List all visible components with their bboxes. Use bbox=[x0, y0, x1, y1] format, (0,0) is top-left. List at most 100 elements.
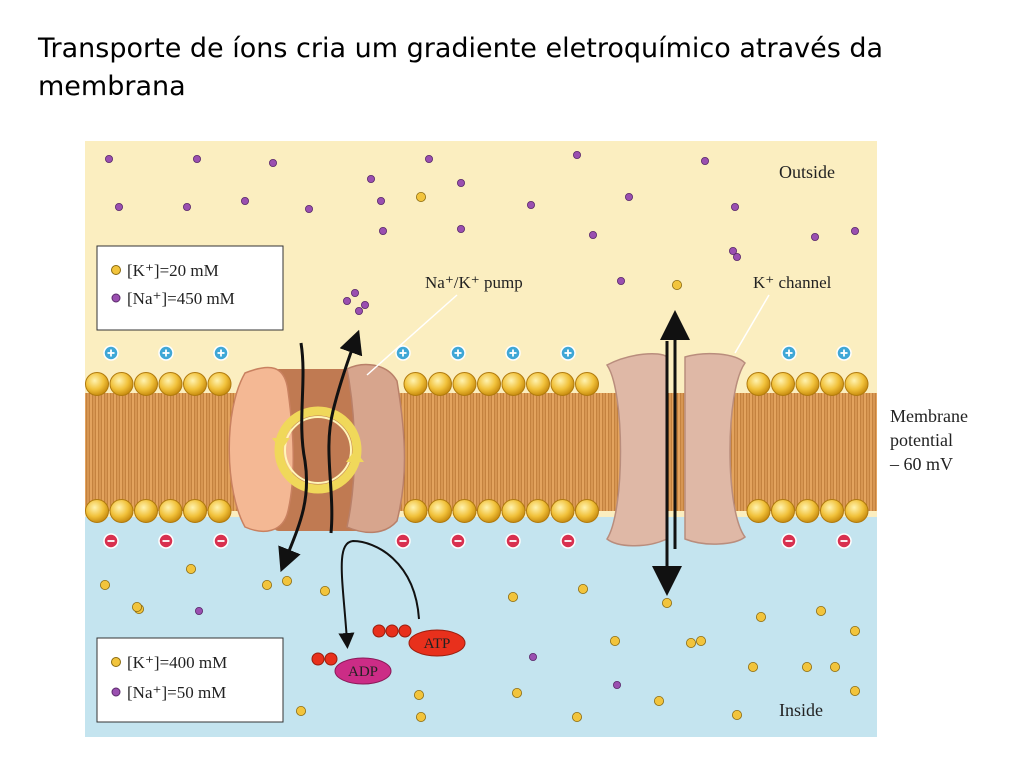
lipid-head bbox=[550, 372, 575, 396]
outside-k-concentration: [K⁺]=20 mM bbox=[127, 261, 219, 280]
sodium-ion bbox=[376, 197, 385, 206]
inside-label: Inside bbox=[779, 700, 823, 720]
potassium-ion bbox=[511, 688, 522, 699]
potassium-ion bbox=[295, 706, 306, 717]
lipid-head bbox=[183, 499, 207, 523]
lipid-head bbox=[844, 499, 869, 523]
inside-k-concentration: [K⁺]=400 mM bbox=[127, 653, 227, 672]
sodium-ion bbox=[366, 175, 375, 184]
potassium-ion bbox=[830, 662, 841, 673]
potassium-ion bbox=[415, 192, 426, 203]
negative-charge-icon bbox=[836, 533, 852, 549]
lipid-head bbox=[550, 499, 575, 523]
positive-charge-icon bbox=[450, 345, 466, 361]
negative-charge-icon bbox=[781, 533, 797, 549]
lipid-head bbox=[477, 372, 501, 396]
potassium-ion bbox=[850, 686, 861, 697]
sodium-ion bbox=[588, 231, 597, 240]
membrane-potential-line: Membrane bbox=[890, 406, 968, 426]
potassium-ion bbox=[281, 575, 292, 586]
lipid-head bbox=[477, 499, 501, 523]
potassium-ion bbox=[816, 605, 827, 616]
pump-cycle-arrow-1 bbox=[272, 438, 290, 450]
channel-label: K⁺ channel bbox=[753, 273, 832, 292]
potassium-ion bbox=[261, 579, 272, 590]
positive-charge-icon bbox=[158, 345, 174, 361]
potassium-ion bbox=[610, 635, 621, 646]
positive-charge-icon bbox=[213, 345, 229, 361]
sodium-ion bbox=[378, 227, 387, 236]
negative-charge-icon bbox=[560, 533, 576, 549]
lipid-head bbox=[134, 372, 158, 396]
sodium-ion bbox=[811, 233, 820, 242]
lipid-head bbox=[746, 372, 771, 396]
lipid-head bbox=[844, 372, 869, 396]
sodium-ion bbox=[456, 225, 465, 234]
lipid-head bbox=[575, 499, 599, 523]
pump-cycle-arrow-2 bbox=[346, 450, 364, 462]
lipid-head bbox=[428, 499, 452, 523]
sodium-ion bbox=[195, 606, 204, 615]
adp-molecule: ADP bbox=[311, 652, 392, 685]
membrane-potential-line: potential bbox=[890, 430, 953, 450]
lipid-head bbox=[85, 499, 109, 523]
potassium-ion bbox=[132, 601, 143, 612]
lipid-head bbox=[158, 499, 183, 523]
sodium-ion bbox=[354, 306, 363, 315]
lipid-head bbox=[207, 499, 232, 523]
potassium-ion bbox=[850, 625, 861, 636]
sodium-ion bbox=[114, 203, 123, 212]
lipid-head bbox=[795, 372, 820, 396]
lipid-head bbox=[820, 372, 844, 396]
sodium-ion bbox=[851, 227, 860, 236]
ions bbox=[99, 150, 861, 723]
positive-charge-icon bbox=[836, 345, 852, 361]
sodium-ion bbox=[424, 154, 433, 163]
lipid-head bbox=[428, 372, 452, 396]
sodium-ion bbox=[268, 158, 277, 167]
lipid-head bbox=[501, 499, 526, 523]
sodium-ion bbox=[360, 300, 369, 309]
lipid-head bbox=[575, 372, 599, 396]
lipid-head bbox=[746, 499, 771, 523]
lipid-tails bbox=[85, 393, 877, 511]
lipid-head bbox=[771, 372, 795, 396]
membrane-charges bbox=[103, 345, 852, 549]
lipid-head bbox=[526, 499, 550, 523]
lipid-head bbox=[403, 372, 428, 396]
sodium-ion bbox=[617, 276, 626, 285]
sodium-ion bbox=[731, 203, 740, 212]
lipid-head bbox=[820, 499, 844, 523]
sodium-ion bbox=[240, 197, 249, 206]
sodium-ion bbox=[350, 288, 359, 297]
membrane-transport-diagram: ATP ADP [K⁺]=20 mM [Na⁺]=450 mM [K⁺]=400… bbox=[85, 141, 877, 737]
negative-charge-icon bbox=[395, 533, 411, 549]
positive-charge-icon bbox=[505, 345, 521, 361]
slide-title: Transporte de íons cria um gradiente ele… bbox=[38, 33, 884, 102]
sodium-ion bbox=[572, 150, 581, 159]
negative-charge-icon bbox=[505, 533, 521, 549]
inside-concentration-box: [K⁺]=400 mM [Na⁺]=50 mM bbox=[96, 637, 284, 723]
potassium-ion bbox=[748, 662, 759, 673]
sodium-ion bbox=[342, 296, 351, 305]
channel-label-leader bbox=[734, 294, 770, 354]
potassium-ion bbox=[507, 591, 518, 602]
sodium-ion bbox=[183, 203, 192, 212]
inside-na-concentration: [Na⁺]=50 mM bbox=[127, 683, 226, 702]
lipid-head bbox=[207, 372, 232, 396]
sodium-ion bbox=[526, 201, 535, 210]
sodium-ion bbox=[456, 179, 465, 188]
sodium-ion bbox=[701, 156, 710, 165]
channel-left-subunit bbox=[605, 352, 668, 547]
lipid-head bbox=[109, 499, 134, 523]
sodium-ion bbox=[625, 193, 634, 202]
potassium-ion bbox=[654, 696, 665, 707]
potassium-ion bbox=[802, 662, 813, 673]
atp-molecule: ATP bbox=[372, 624, 466, 657]
potassium-ion bbox=[186, 563, 197, 574]
sodium-ion bbox=[193, 154, 202, 163]
positive-charge-icon bbox=[103, 345, 119, 361]
lipid-head bbox=[771, 499, 795, 523]
outside-concentration-box: [K⁺]=20 mM [Na⁺]=450 mM bbox=[96, 245, 284, 331]
negative-charge-icon bbox=[213, 533, 229, 549]
